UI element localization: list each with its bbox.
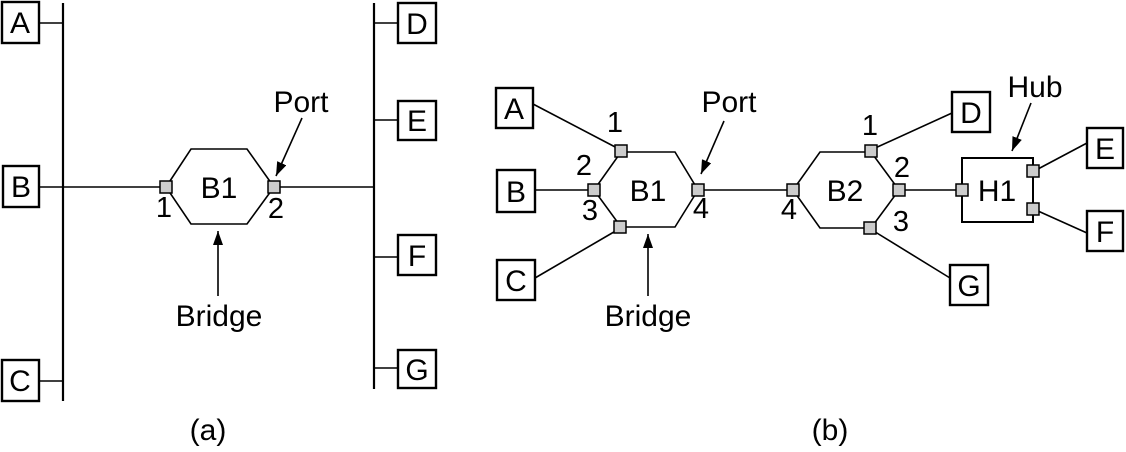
b1-port-1-square [159,180,173,194]
host-f-label-b: F [1096,216,1114,249]
link-hub-hostF [1037,210,1088,234]
host-d-box-b [950,90,992,134]
b1-port-1-number: 1 [156,192,172,224]
port-annotation-label-b: Port [701,86,757,119]
caption-b: (b) [812,414,849,447]
host-e-box-b [1085,126,1125,170]
host-e-box [396,99,438,142]
b1-port-4-number-b: 4 [693,193,709,225]
bridge-b1-label-b: B1 [630,175,667,208]
port-annotation-label: Port [273,86,329,119]
b1-port-1-number-b: 1 [607,107,623,139]
b2-port-3-square [863,221,877,235]
h1-bottom-right-port-square [1026,202,1040,216]
hub-h1-label: H1 [978,175,1016,208]
host-g-box-b [948,263,990,307]
h1-top-right-port-square [1026,164,1040,178]
b1-port-2-square [267,180,281,194]
b2-port-4-number: 4 [781,194,797,226]
b1-port-2-square-b [587,183,601,197]
host-a-label: A [10,7,30,40]
bridge-annotation-label: Bridge [176,300,263,333]
caption-a: (a) [190,414,227,447]
b1-port-2-number: 2 [268,193,284,225]
link-b2port3-hostG [871,229,951,279]
b1-port-2-number-b: 2 [576,150,592,182]
link-hostA-b1port1 [532,103,620,150]
b2-port-3-number: 3 [893,206,909,238]
host-f-box [396,233,438,277]
host-b-label: B [11,171,31,204]
bridge-b2-label: B2 [827,175,864,208]
b2-port-2-square [892,183,906,197]
host-c-label: C [9,365,31,398]
link-b2port1-hostD [872,112,953,150]
host-e-label-b: E [1095,133,1115,166]
host-a-box [0,0,41,45]
host-f-box-b [1085,209,1125,253]
b1-port-4-square-b [691,183,705,197]
host-b-box-b [495,168,537,214]
panel-b: A B C D E F G B1 1 2 3 4 B2 4 1 2 3 [494,71,1125,447]
b1-port-3-number-b: 3 [582,195,598,227]
bridge-annotation-label-b: Bridge [605,300,692,333]
host-d-label-b: D [960,97,982,130]
host-b-label-b: B [506,176,526,209]
hub-h1-box [961,157,1034,223]
host-a-box-b [494,86,535,130]
host-d-box [396,1,438,45]
b2-port-1-square [864,144,878,158]
bridge-b1-label: B1 [201,172,238,205]
host-g-box [396,348,438,390]
hub-annotation-label: Hub [1007,71,1062,104]
port-annotation-arrow-b [700,120,725,175]
b1-port-3-square-b [613,220,627,234]
b1-port-1-square-b [614,144,628,158]
b2-port-4-square [786,183,800,197]
host-a-label-b: A [504,93,524,126]
host-c-box [0,358,41,403]
b2-port-2-number: 2 [894,152,910,184]
host-c-box-b [495,258,537,302]
host-g-label-b: G [957,270,980,303]
host-g-label: G [405,354,428,387]
hub-annotation-arrow [1011,102,1032,152]
port-annotation-arrow [275,117,303,177]
host-b-box [1,164,41,209]
h1-left-port-square [955,183,969,197]
b2-port-1-number: 1 [862,110,878,142]
host-e-label: E [407,105,427,138]
host-c-label-b: C [505,265,527,298]
link-hub-hostE [1037,142,1088,170]
host-f-label: F [408,240,426,273]
link-hostC-b1port3 [534,228,620,279]
host-d-label: D [406,8,428,41]
panel-a: A B C D E F G B1 1 2 Port Bridge (a) [0,0,438,447]
